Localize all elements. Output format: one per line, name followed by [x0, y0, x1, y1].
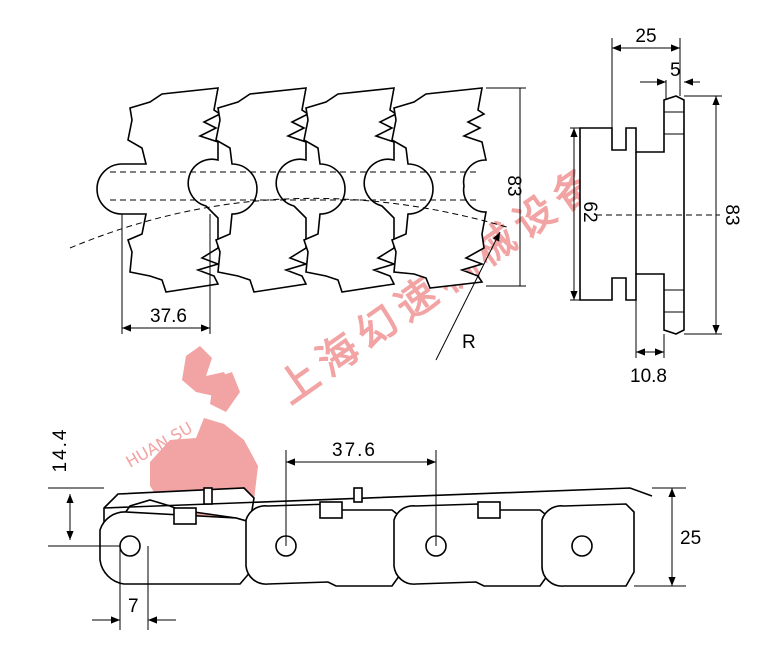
chain-link [215, 87, 310, 293]
chain-link [391, 87, 488, 289]
top-view: 83 37.6 R [69, 87, 526, 361]
side-base-dimension: 10.8 [630, 366, 667, 387]
side-section: 25 5 62 83 10.8 [570, 26, 742, 387]
side-inner-dimension: 62 [579, 201, 600, 222]
radius-label: R [462, 332, 476, 353]
front-pitch-dimension: 37.6 [332, 440, 377, 461]
side-tab-dimension: 5 [670, 60, 681, 81]
front-link [541, 503, 635, 587]
front-thickness-dimension: 25 [680, 528, 701, 549]
front-link [393, 503, 551, 587]
chain-link [96, 87, 222, 293]
side-overall-dimension: 25 [635, 26, 656, 47]
top-width-dimension: 83 [503, 175, 524, 196]
top-pitch-dimension: 37.6 [150, 306, 187, 327]
side-outer-dimension: 83 [721, 204, 742, 225]
front-pin-offset-dimension: 7 [128, 596, 139, 617]
front-height-dimension: 14.4 [50, 428, 71, 473]
front-link [245, 503, 403, 587]
front-view: 37.6 14.4 25 7 [48, 428, 701, 630]
chain-link [303, 87, 398, 293]
